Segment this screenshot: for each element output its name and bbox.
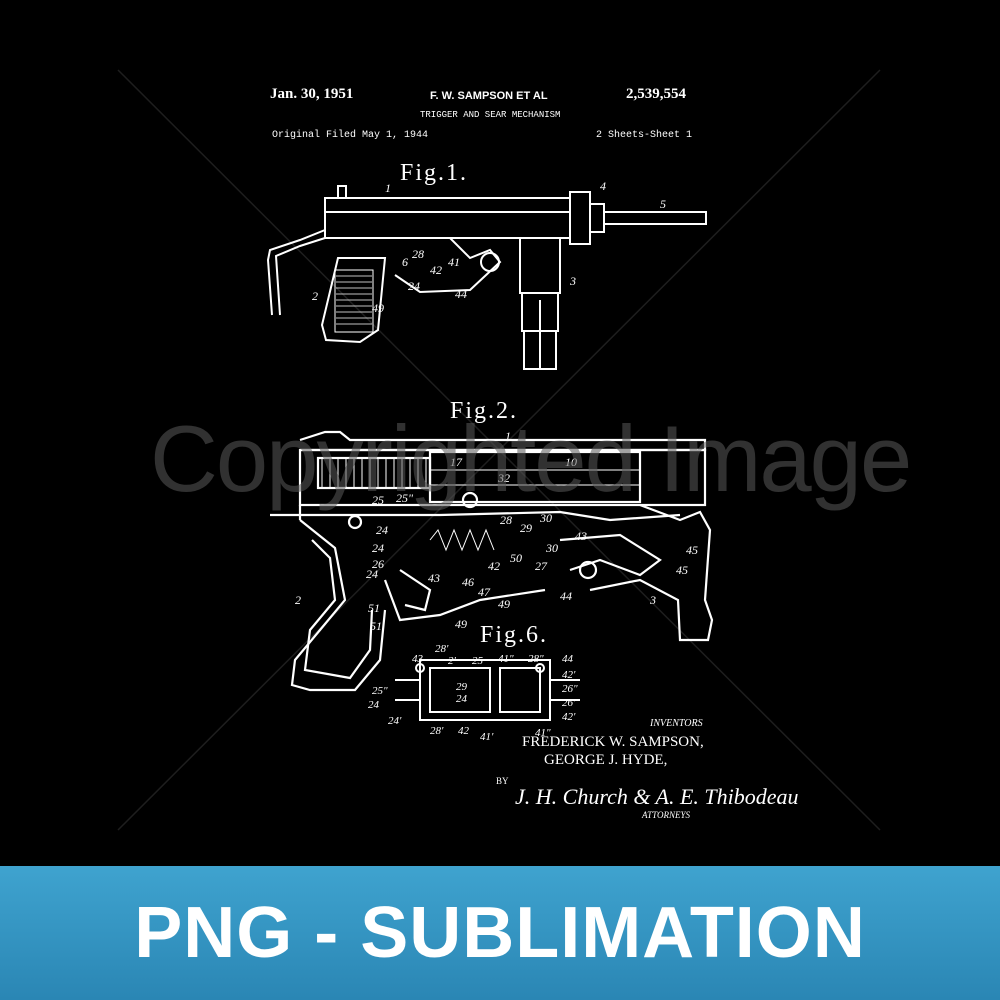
svg-text:49: 49 [455,617,467,631]
svg-text:41: 41 [448,255,460,269]
svg-text:1: 1 [385,181,391,195]
svg-text:24: 24 [408,279,420,293]
svg-text:4: 4 [600,179,606,193]
svg-text:26': 26' [562,697,576,709]
svg-text:51: 51 [368,601,380,615]
svg-text:51: 51 [370,619,382,633]
svg-text:42: 42 [488,559,500,573]
fig1-drawing [266,185,707,370]
fig1-part-numbers: 1 4 5 3 2 6 24 42 41 44 49 28 [312,179,666,315]
patent-filed: Original Filed May 1, 1944 [272,130,429,141]
svg-text:24: 24 [368,699,380,711]
svg-text:28: 28 [412,247,424,261]
svg-text:2: 2 [312,289,318,303]
svg-text:2': 2' [448,655,457,667]
svg-text:24: 24 [456,693,468,705]
svg-text:3: 3 [569,274,576,288]
sublimation-banner: PNG - SUBLIMATION [0,866,1000,1000]
patent-date: Jan. 30, 1951 [270,86,354,102]
svg-text:42': 42' [562,711,576,723]
svg-text:43: 43 [428,571,440,585]
fig1-grip-hatch [336,275,372,325]
inventor-name-2: GEORGE J. HYDE, [544,752,668,768]
svg-text:44: 44 [560,589,572,603]
svg-text:46: 46 [462,575,474,589]
svg-text:25": 25" [396,491,414,505]
svg-text:26": 26" [562,683,578,695]
svg-text:43: 43 [575,529,587,543]
svg-text:42': 42' [562,669,576,681]
fig1-label: Fig.1. [400,160,469,186]
svg-text:44: 44 [455,287,467,301]
svg-text:43: 43 [412,653,424,665]
svg-text:28: 28 [500,513,512,527]
svg-text:49: 49 [498,597,510,611]
fig6-label: Fig.6. [480,622,549,648]
svg-text:10: 10 [565,455,577,469]
svg-text:41': 41' [480,731,494,743]
svg-text:24: 24 [376,523,388,537]
svg-text:29: 29 [456,681,468,693]
fig2-spring-coils [321,458,495,552]
fig2-drawing [270,430,714,692]
svg-text:24: 24 [372,541,384,555]
svg-text:3: 3 [649,593,656,607]
svg-text:28': 28' [430,725,444,737]
svg-text:32: 32 [497,471,510,485]
svg-text:42: 42 [430,263,442,277]
svg-text:50: 50 [510,551,522,565]
svg-text:29: 29 [520,521,532,535]
svg-text:25": 25" [372,685,388,697]
svg-text:26: 26 [372,557,384,571]
svg-text:30: 30 [539,511,552,525]
svg-text:28': 28' [435,643,449,655]
svg-text:28": 28" [528,653,544,665]
svg-text:45: 45 [676,563,688,577]
svg-text:41": 41" [535,727,551,739]
inventors-heading: INVENTORS [650,718,703,729]
svg-text:41": 41" [498,653,514,665]
svg-text:27: 27 [535,559,548,573]
svg-text:24': 24' [388,715,402,727]
svg-text:25: 25 [372,493,384,507]
svg-text:1: 1 [505,429,511,443]
patent-title: TRIGGER AND SEAR MECHANISM [420,110,561,120]
svg-text:5: 5 [660,197,666,211]
copyright-watermark: Copyrighted Image [150,406,912,511]
svg-text:49: 49 [372,301,384,315]
fig6-drawing [395,659,580,721]
svg-text:42: 42 [458,725,470,737]
patent-sheets: 2 Sheets-Sheet 1 [596,130,693,141]
svg-text:17: 17 [450,455,463,469]
patent-inventor-line: F. W. SAMPSON ET AL [430,90,548,102]
by-label: BY [496,776,509,786]
svg-text:2: 2 [295,593,301,607]
attorneys-label: ATTORNEYS [642,810,691,820]
banner-text: PNG - SUBLIMATION [134,893,866,973]
svg-text:25: 25 [472,655,484,667]
svg-text:24: 24 [366,567,378,581]
svg-text:45: 45 [686,543,698,557]
fig2-label: Fig.2. [450,398,519,424]
svg-text:30: 30 [545,541,558,555]
inventor-name-1: FREDERICK W. SAMPSON, [522,734,704,750]
svg-text:6: 6 [402,255,408,269]
svg-text:47: 47 [478,585,491,599]
patent-number: 2,539,554 [626,86,686,102]
attorney-signature: J. H. Church & A. E. Thibodeau [515,784,799,809]
svg-text:44: 44 [562,653,574,665]
